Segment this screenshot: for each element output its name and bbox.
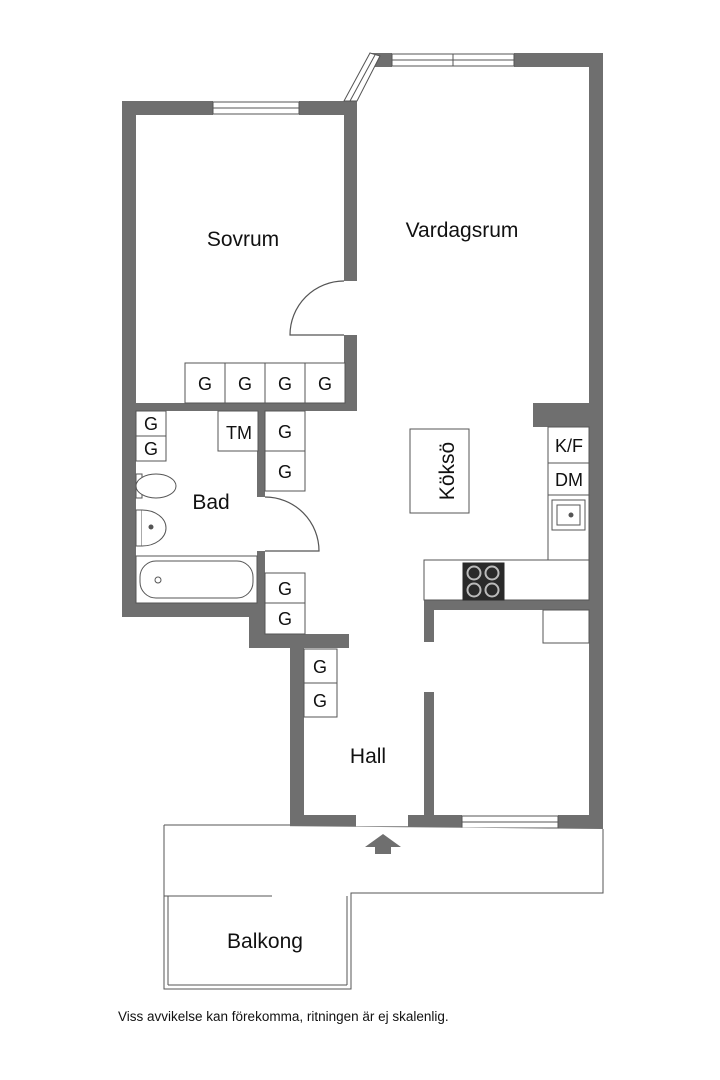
walls	[122, 53, 603, 829]
windows	[212, 52, 559, 829]
cabinet-label-dm: DM	[555, 470, 583, 490]
room-label-kokso: Köksö	[436, 442, 459, 500]
cabinet-label: G	[144, 414, 158, 434]
cabinet-label: G	[278, 462, 292, 482]
room-label-vardagsrum: Vardagsrum	[406, 219, 519, 242]
cabinet-label: G	[278, 422, 292, 442]
cabinet-label: G	[313, 691, 327, 711]
cabinet-label: G	[278, 579, 292, 599]
sink-bowl	[141, 509, 167, 547]
balcony-outline	[163, 825, 604, 990]
cabinet-label: G	[278, 374, 292, 394]
room-label-hall: Hall	[350, 745, 386, 768]
cabinet-label: G	[278, 609, 292, 629]
cabinet-label: G	[238, 374, 252, 394]
cabinet-label-kf: K/F	[555, 436, 583, 456]
footnote: Viss avvikelse kan förekomma, ritningen …	[118, 1009, 449, 1024]
entrance-arrow-icon	[365, 834, 401, 854]
room-label-balkong: Balkong	[227, 930, 303, 953]
fixtures	[135, 428, 604, 990]
kitchen-island	[409, 428, 470, 514]
toilet	[135, 473, 177, 499]
cabinet-label: G	[198, 374, 212, 394]
room-label-bad: Bad	[192, 491, 229, 514]
cabinets	[135, 362, 590, 718]
cabinet-label-tm: TM	[226, 423, 252, 443]
room-label-sovrum: Sovrum	[207, 228, 279, 251]
bedroom-door	[289, 280, 345, 336]
cabinet-label: G	[313, 657, 327, 677]
cabinet-label: G	[318, 374, 332, 394]
cabinet-label: G	[144, 439, 158, 459]
bathroom-door	[264, 496, 320, 552]
